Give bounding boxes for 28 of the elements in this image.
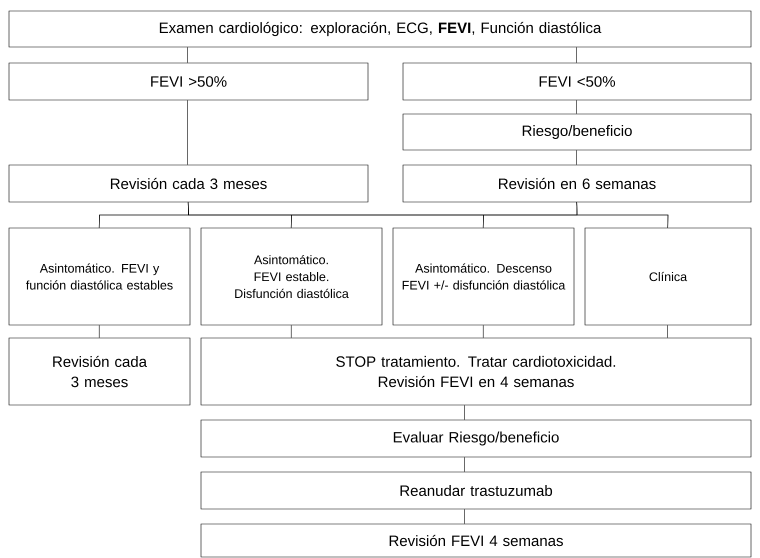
connector-line: [576, 47, 577, 63]
process-box: Evaluar Riesgo/beneficio: [200, 420, 752, 458]
process-box: Revisión en 6 semanas: [402, 164, 752, 202]
process-box: STOP tratamiento. Tratar cardiotoxicidad. Revisión FEVI en 4 semanas: [200, 338, 752, 406]
process-box: Riesgo/beneficio: [402, 114, 752, 150]
connector-line: [187, 47, 188, 63]
connector-line: [464, 509, 465, 524]
connector-line: [667, 325, 668, 338]
process-box: Asintomático. FEVI estable. Disfunción diastólica: [200, 228, 382, 326]
connector-line: [576, 150, 577, 165]
process-box: Revisión FEVI 4 semanas: [200, 524, 752, 558]
connector-line: [482, 325, 484, 338]
connector-line: [98, 325, 100, 338]
process-box: Revisión cada 3 meses: [8, 164, 368, 202]
process-box: FEVI >50%: [8, 62, 368, 100]
process-box: Clínica: [584, 228, 752, 326]
connector-line: [290, 325, 292, 338]
connector-line: [576, 202, 668, 228]
connector-line: [464, 405, 465, 420]
process-box: Asintomático. Descenso FEVI +/- disfunción diastólica: [392, 228, 574, 326]
connector-line: [576, 100, 577, 114]
process-box: Examen cardiológico: exploración, ECG, FEVI, Función diastólica: [8, 10, 752, 48]
connector-line: [187, 100, 188, 165]
connector-line: [464, 457, 465, 472]
process-box: Revisión cada 3 meses: [8, 338, 190, 406]
process-box: Reanudar trastuzumab: [200, 472, 752, 510]
process-box: FEVI <50%: [402, 62, 752, 100]
process-box: Asintomático. FEVI y función diastólica estables: [8, 228, 190, 326]
